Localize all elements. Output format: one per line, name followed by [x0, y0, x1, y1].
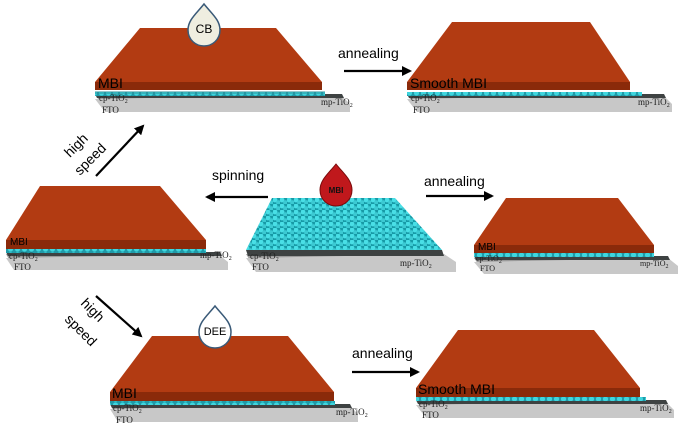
- layer-label-mbi: MBI: [98, 75, 123, 91]
- mp-tio2-beads: [246, 198, 442, 250]
- layer-label-mp-tio2: mp-TiO2: [336, 407, 368, 419]
- layer-label-mp-tio2: mp-TiO2: [640, 259, 669, 270]
- layer-label-cp-tio2: cp-TiO2: [113, 403, 142, 415]
- layer-label-mp-tio2: mp-TiO2: [400, 258, 432, 270]
- layer-label-cp-tio2: cp-TiO2: [476, 254, 502, 265]
- smooth-mbi-layer-top: [416, 330, 640, 388]
- smooth-mbi-layer-top: [407, 22, 630, 82]
- film-bottom-left: MBI cp-TiO2 FTO mp-TiO2: [110, 336, 368, 425]
- layer-label-cp-tio2: cp-TiO2: [250, 251, 279, 263]
- film-top-left: MBI cp-TiO2 FTO mp-TiO2: [95, 28, 353, 115]
- film-top-right: Smooth MBI cp-TiO2 FTO mp-TiO2: [407, 22, 672, 115]
- cb-label: CB: [196, 22, 213, 36]
- layer-label-fto: FTO: [252, 262, 269, 272]
- layer-label-fto: FTO: [116, 415, 133, 425]
- layer-label-fto: FTO: [102, 105, 119, 115]
- film-middle-right: MBI cp-TiO2 FTO mp-TiO2: [474, 198, 678, 274]
- arrow-high-speed-down: [95, 295, 143, 338]
- dee-label: DEE: [204, 326, 227, 338]
- layer-label-mp-tio2: mp-TiO2: [640, 403, 672, 415]
- mbi-layer-top: [6, 186, 206, 240]
- annealing-label-top: annealing: [338, 45, 399, 61]
- substrate-center: cp-TiO2 FTO mp-TiO2: [246, 198, 456, 272]
- layer-label-smooth-mbi: Smooth MBI: [418, 381, 495, 397]
- spinning-label: spinning: [212, 167, 264, 183]
- mbi-drop-label: MBI: [329, 186, 344, 195]
- annealing-label-middle: annealing: [424, 173, 485, 189]
- layer-label-cp-tio2: cp-TiO2: [9, 251, 38, 263]
- layer-label-mp-tio2: mp-TiO2: [200, 250, 232, 262]
- layer-label-smooth-mbi: Smooth MBI: [410, 75, 487, 91]
- layer-label-cp-tio2: cp-TiO2: [411, 93, 440, 105]
- cb-drop-icon: CB: [187, 2, 221, 47]
- layer-label-fto: FTO: [422, 410, 439, 420]
- mbi-layer-top: [474, 198, 654, 245]
- annealing-label-bottom: annealing: [352, 345, 413, 361]
- layer-label-fto: FTO: [480, 264, 495, 273]
- mbi-drop-icon: MBI: [319, 163, 353, 207]
- layer-label-mp-tio2: mp-TiO2: [638, 97, 670, 109]
- layer-label-cp-tio2: cp-TiO2: [99, 93, 128, 105]
- film-bottom-right: Smooth MBI cp-TiO2 FTO mp-TiO2: [416, 330, 674, 420]
- layer-label-mbi: MBI: [112, 385, 137, 401]
- layer-label-mbi: MBI: [478, 242, 496, 253]
- arrow-high-speed-up: [95, 124, 145, 177]
- layer-label-mbi: MBI: [10, 237, 28, 248]
- dee-drop-icon: DEE: [198, 304, 232, 349]
- layer-label-mp-tio2: mp-TiO2: [321, 97, 353, 109]
- mbi-layer-top: [110, 336, 334, 392]
- layer-label-fto: FTO: [413, 105, 430, 115]
- film-middle-left: MBI cp-TiO2 FTO mp-TiO2: [6, 186, 232, 272]
- mbi-layer-top: [95, 28, 322, 82]
- layer-label-cp-tio2: cp-TiO2: [419, 399, 448, 411]
- layer-label-fto: FTO: [14, 262, 31, 272]
